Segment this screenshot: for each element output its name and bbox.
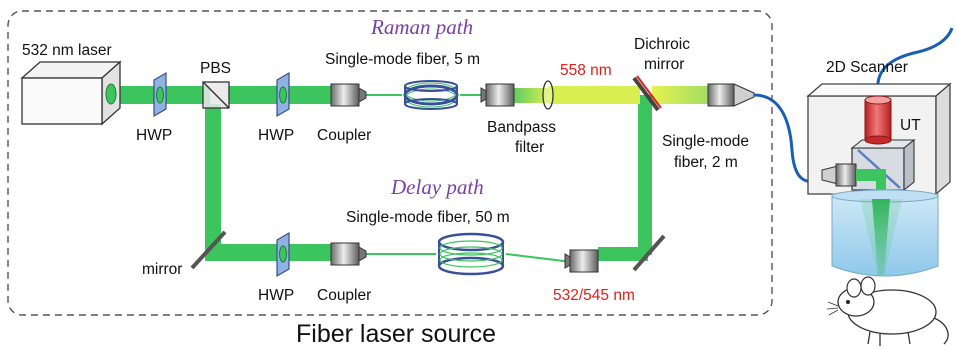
fiber-coupler-icon xyxy=(330,83,367,107)
label-bandpass-2: filter xyxy=(515,139,544,156)
label-mirror: mirror xyxy=(142,261,182,278)
label-hwp-2: HWP xyxy=(258,127,294,144)
label-dichroic-1: Dichroic xyxy=(634,36,690,53)
beam-yellow xyxy=(548,86,640,104)
beam-coupler-bandpass xyxy=(514,88,548,103)
beams xyxy=(112,86,712,263)
fiber-coupler-icon xyxy=(707,83,755,107)
label-coupler-top: Coupler xyxy=(317,127,371,144)
waveplate-icon xyxy=(276,71,290,118)
beam-bottom-right xyxy=(598,247,648,261)
fiber-ut-cable xyxy=(876,27,954,91)
beam-splitter-cube-icon xyxy=(202,81,230,109)
label-hwp-1: HWP xyxy=(136,127,172,144)
beam-pbs-down xyxy=(205,104,221,252)
label-dichroic-2: mirror xyxy=(644,56,684,73)
waveplate-icon xyxy=(276,231,290,278)
scanner-icon xyxy=(806,82,952,199)
label-laser: 532 nm laser xyxy=(22,42,112,59)
label-source-title: Fiber laser source xyxy=(296,320,496,348)
beam-cone xyxy=(872,199,890,275)
label-scanner: 2D Scanner xyxy=(826,59,908,76)
beam-right-vertical xyxy=(638,95,652,255)
fiber-coil-icon xyxy=(403,80,459,110)
fiber-to-scanner xyxy=(753,93,823,184)
label-raman-path: Raman path xyxy=(370,15,473,39)
label-delay-path: Delay path xyxy=(390,175,484,199)
fiber-50m-line-right xyxy=(505,253,573,263)
mirror-icon xyxy=(632,234,666,272)
beam-dichroic-coupler xyxy=(652,86,712,104)
label-fiber2m-1: Single-mode xyxy=(662,133,749,150)
mirror-icon xyxy=(190,230,227,270)
label-558nm: 558 nm xyxy=(560,62,612,79)
label-coupler-bottom: Coupler xyxy=(317,287,371,304)
lens-icon xyxy=(542,80,554,110)
fiber-coupler-icon xyxy=(330,242,367,266)
fiber-coupler-icon xyxy=(480,83,515,107)
label-pbs: PBS xyxy=(200,60,231,77)
label-fiber-50m: Single-mode fiber, 50 m xyxy=(346,209,510,226)
label-ut: UT xyxy=(900,117,921,134)
waveplate-icon xyxy=(153,71,167,118)
laser-box-icon xyxy=(20,60,122,126)
label-fiber-5m: Single-mode fiber, 5 m xyxy=(325,51,480,68)
label-532-545nm: 532/545 nm xyxy=(553,287,635,304)
dichroic-mirror-icon xyxy=(632,75,662,112)
fiber-coil-icon xyxy=(437,232,505,276)
fiber-coupler-icon xyxy=(564,249,599,273)
mouse-icon xyxy=(826,276,949,346)
label-hwp-3: HWP xyxy=(258,287,294,304)
label-fiber2m-2: fiber, 2 m xyxy=(674,154,738,171)
beam-bottom-left xyxy=(205,244,342,261)
transducer-icon xyxy=(864,95,892,145)
label-bandpass-1: Bandpass xyxy=(487,119,556,136)
beam-cone xyxy=(860,199,902,275)
